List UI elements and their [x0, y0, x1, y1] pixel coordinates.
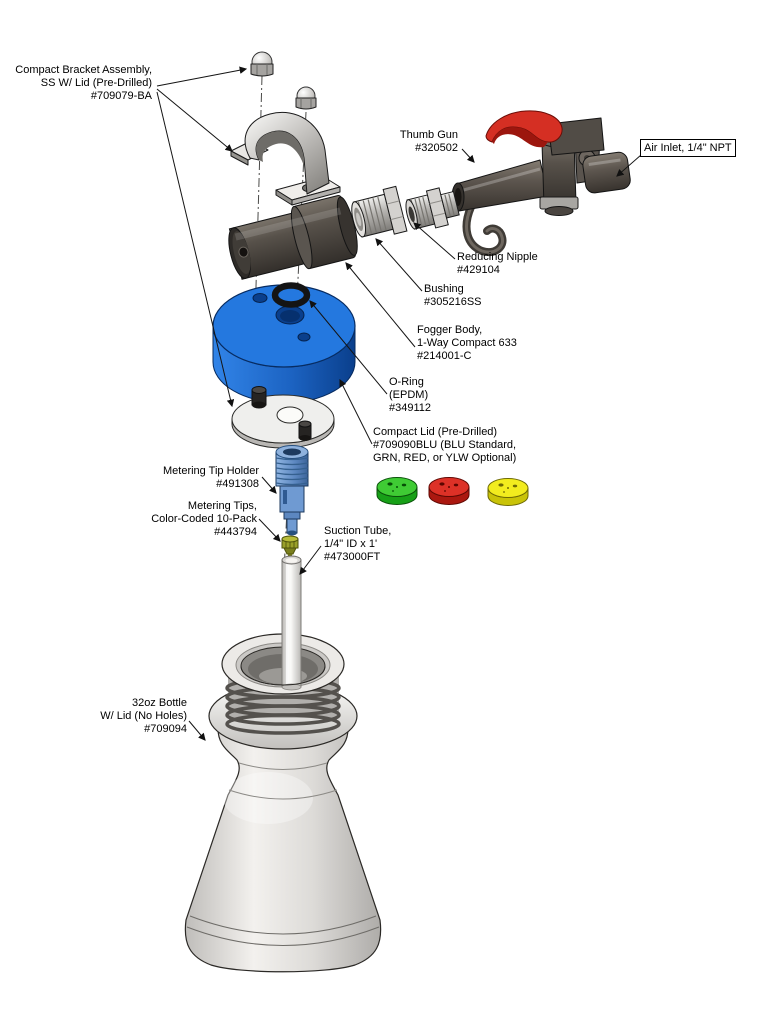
- label-line: #305216SS: [424, 296, 482, 308]
- part-bottle: [184, 633, 382, 973]
- label-suction-tube: Suction Tube, 1/4" ID x 1' #473000FT: [324, 525, 391, 564]
- label-line: 1/4" ID x 1': [324, 538, 378, 550]
- label-line: SS W/ Lid (Pre-Drilled): [40, 77, 152, 89]
- part-bracket-assembly: [230, 51, 341, 206]
- label-line: Suction Tube,: [324, 525, 392, 537]
- part-lid-yellow: [487, 478, 529, 506]
- label-line: #709094: [144, 723, 187, 735]
- label-metering-tips: Metering Tips, Color-Coded 10-Pack #4437…: [151, 500, 257, 539]
- label-line: #320502: [415, 142, 458, 154]
- label-line: #349112: [389, 402, 432, 414]
- blue-lid-top: [212, 284, 356, 368]
- label-line: Thumb Gun: [399, 129, 458, 141]
- label-line: #429104: [457, 264, 500, 276]
- label-line: Color-Coded 10-Pack: [151, 513, 257, 525]
- label-line: GRN, RED, or YLW Optional): [373, 452, 517, 464]
- part-fogger-body: [228, 195, 358, 280]
- part-lid-red: [428, 477, 470, 505]
- label-bracket-assembly: Compact Bracket Assembly, SS W/ Lid (Pre…: [15, 64, 152, 103]
- part-ss-lid-plate: [231, 386, 335, 449]
- label-line: #214001-C: [417, 350, 472, 362]
- label-line: O-Ring: [389, 376, 424, 388]
- part-reducing-nipple: [405, 187, 460, 230]
- label-line: Compact Lid (Pre-Drilled): [373, 426, 498, 438]
- part-suction-tube: [240, 555, 326, 691]
- part-bushing: [351, 185, 408, 238]
- label-line: #709090BLU (BLU Standard,: [373, 439, 517, 451]
- label-metering-tip-holder: Metering Tip Holder #491308: [163, 465, 259, 491]
- label-line: (EPDM): [389, 389, 429, 401]
- label-line: Compact Bracket Assembly,: [15, 64, 152, 76]
- label-compact-lid: Compact Lid (Pre-Drilled) #709090BLU (BL…: [373, 426, 516, 465]
- label-thumb-gun: Thumb Gun #320502: [400, 129, 458, 155]
- label-line: #709079-BA: [90, 90, 152, 102]
- leader-lines: [156, 66, 642, 741]
- label-bushing: Bushing #305216SS: [424, 283, 482, 309]
- label-line: Fogger Body,: [417, 324, 483, 336]
- label-line: W/ Lid (No Holes): [100, 710, 187, 722]
- label-bottle: 32oz Bottle W/ Lid (No Holes) #709094: [100, 697, 187, 736]
- label-air-inlet: Air Inlet, 1/4" NPT: [640, 139, 736, 157]
- part-compact-lid-blue: [212, 284, 356, 404]
- label-line: #491308: [216, 478, 259, 490]
- label-line: Bushing: [424, 283, 464, 295]
- label-line: Metering Tips,: [187, 500, 257, 512]
- label-line: Reducing Nipple: [457, 251, 538, 263]
- label-line: Metering Tip Holder: [163, 465, 259, 477]
- label-line: #473000FT: [324, 551, 381, 563]
- part-o-ring: [271, 282, 311, 308]
- label-fogger-body: Fogger Body, 1-Way Compact 633 #214001-C: [417, 324, 517, 363]
- label-line: Air Inlet, 1/4" NPT: [644, 142, 732, 154]
- label-o-ring: O-Ring (EPDM) #349112: [389, 376, 431, 415]
- part-thumb-gun: [451, 110, 631, 256]
- part-metering-tip: [281, 535, 299, 557]
- label-line: #443794: [214, 526, 257, 538]
- label-line: 32oz Bottle: [131, 697, 187, 709]
- label-reducing-nipple: Reducing Nipple #429104: [457, 251, 538, 277]
- label-line: 1-Way Compact 633: [417, 337, 517, 349]
- part-metering-tip-holder: [275, 445, 309, 536]
- part-lid-green: [376, 477, 418, 505]
